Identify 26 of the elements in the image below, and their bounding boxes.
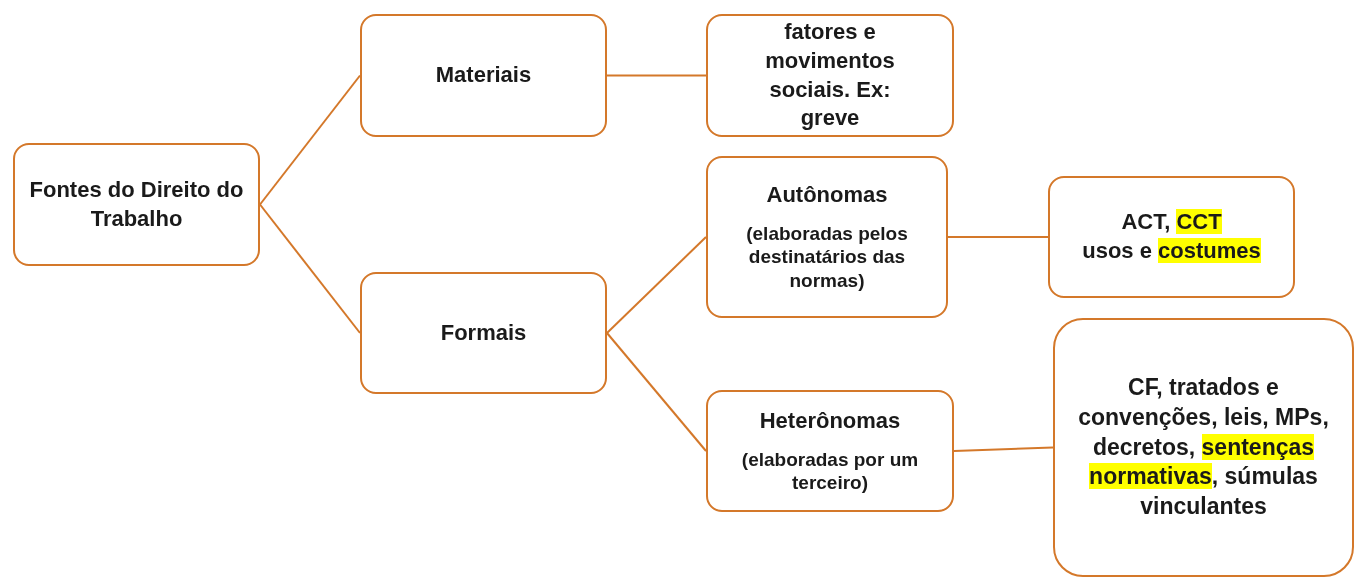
node-label: Formais (440, 318, 527, 347)
text-box (1048, 176, 1295, 298)
node-label: fatores e movimentos sociais. Ex: greve (764, 18, 896, 133)
node-description: (elaboradas pelos destinatários das normas) (745, 221, 909, 293)
text-box (360, 272, 607, 394)
node-description: (elaboradas por um terceiro) (740, 447, 920, 496)
node-label: ACT, CCT (1121, 208, 1222, 237)
connector-line (259, 203, 361, 334)
text-box (1053, 318, 1354, 577)
node-label: Fontes do Direito do Trabalho (28, 175, 245, 233)
text-box (13, 143, 260, 266)
text-box (706, 156, 948, 318)
node-description: usos e costumes (1082, 237, 1261, 265)
node-label: Autônomas (766, 181, 888, 210)
node-label: Heterônomas (759, 406, 901, 435)
connector-line (947, 236, 1049, 238)
connector-line (606, 236, 707, 334)
connector-line (953, 446, 1054, 452)
text-box (360, 14, 607, 137)
text-box (706, 14, 954, 137)
connector-line (606, 332, 707, 452)
node-label: CF, tratados e convenções, leis, MPs, decretos, sentenças normativas, súmulas vinculantes (1077, 372, 1330, 522)
connector-line (606, 74, 707, 77)
connector-line (259, 74, 361, 206)
text-box (706, 390, 954, 512)
node-label: Materiais (435, 61, 532, 90)
